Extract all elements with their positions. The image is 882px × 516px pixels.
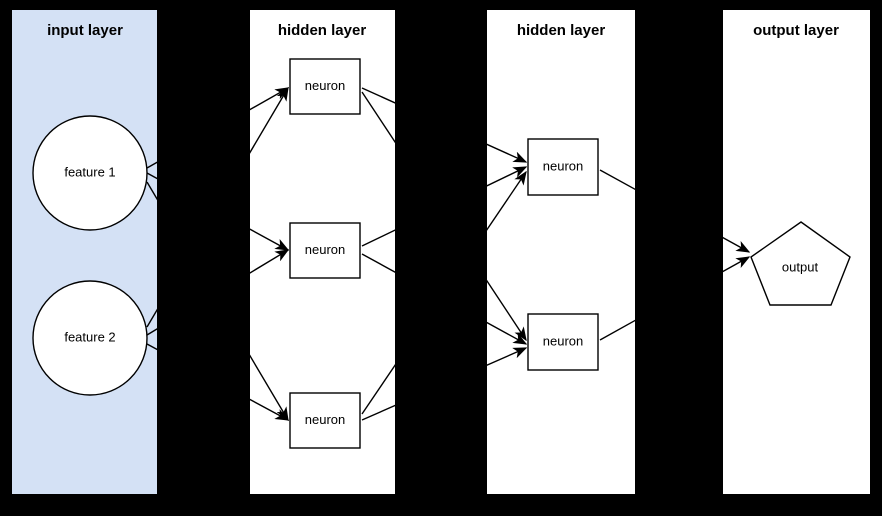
node-label-feature-1: feature 1 (64, 164, 115, 179)
node-shape-output-node[interactable] (750, 221, 851, 306)
node-shape-hidden1-neuron-1[interactable] (289, 58, 361, 115)
node-shape-hidden2-neuron-1[interactable] (527, 138, 599, 196)
layer-titles-group: input layer hidden layer hidden layer outpu… (47, 22, 839, 39)
layer-panel-hidden-layer-2[interactable] (487, 10, 635, 494)
node-label-output-node: output (782, 259, 819, 274)
layer-title-output-layer: output layer (753, 22, 839, 39)
node-shape-hidden1-neuron-3[interactable] (289, 392, 361, 449)
node-label-hidden1-neuron-1: neuron (305, 78, 345, 93)
layer-title-hidden-layer-2: hidden layer (517, 22, 606, 39)
node-shape-hidden2-neuron-2[interactable] (527, 313, 599, 371)
node-label-hidden2-neuron-2: neuron (543, 333, 583, 348)
nodes-group: feature 1 feature 2 neuron neuron neuron neur… (32, 58, 851, 449)
node-label-hidden2-neuron-1: neuron (543, 158, 583, 173)
layer-panel-input-layer[interactable] (12, 10, 157, 494)
node-label-hidden1-neuron-3: neuron (305, 412, 345, 427)
layer-title-hidden-layer-1: hidden layer (278, 22, 367, 39)
node-shape-feature-1[interactable] (32, 115, 148, 231)
node-label-hidden1-neuron-2: neuron (305, 242, 345, 257)
node-label-feature-2: feature 2 (64, 329, 115, 344)
layer-title-input-layer: input layer (47, 22, 123, 39)
node-shape-feature-2[interactable] (32, 280, 148, 396)
node-shape-hidden1-neuron-2[interactable] (289, 222, 361, 279)
